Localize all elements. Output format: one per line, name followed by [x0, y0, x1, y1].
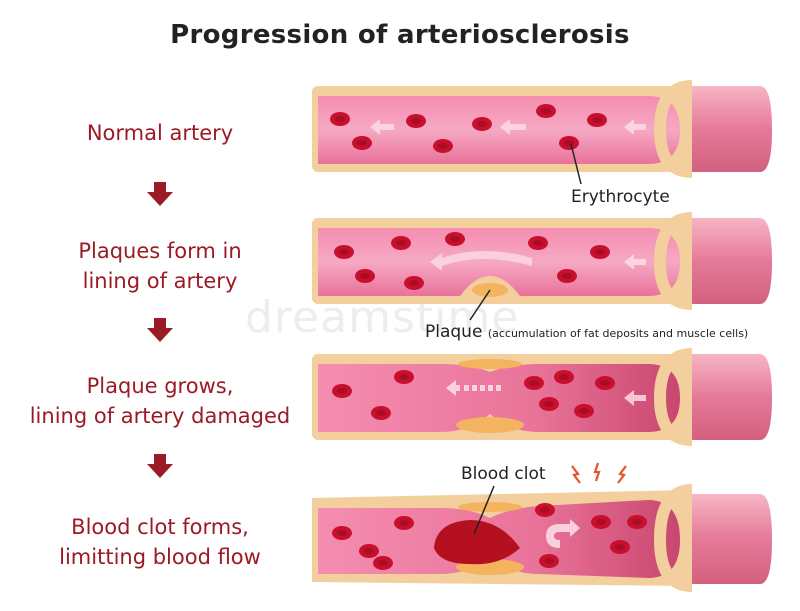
stage-1-label: Normal artery — [86, 121, 234, 145]
lightning-icon — [593, 462, 601, 482]
plaque-deposit — [458, 502, 522, 512]
erythrocyte — [404, 276, 424, 290]
erythrocyte — [359, 544, 379, 558]
erythrocyte — [391, 236, 411, 250]
clot-pointer — [473, 485, 495, 535]
erythrocyte — [394, 516, 414, 530]
artery-blood-clot — [312, 462, 772, 592]
down-arrow-icon — [147, 318, 173, 342]
erythrocyte — [433, 139, 453, 153]
erythrocyte — [627, 515, 647, 529]
erythrocyte — [535, 503, 555, 517]
down-arrow-icon — [147, 454, 173, 478]
stage-4-label-line2: limitting blood flow — [59, 545, 261, 569]
erythrocyte — [574, 404, 594, 418]
erythrocyte-pointer — [570, 143, 582, 185]
stage-normal-artery: Normal artery — [0, 118, 320, 148]
plaque-deposit — [456, 417, 524, 433]
stage-2-label-line2: lining of artery — [82, 269, 238, 293]
stage-3-label-line2: lining of artery damaged — [29, 404, 291, 428]
flow-arrow-icon — [430, 251, 532, 271]
erythrocyte — [394, 370, 414, 384]
erythrocyte — [536, 104, 556, 118]
erythrocyte — [539, 554, 559, 568]
stage-plaque-grows: Plaque grows, lining of artery damaged — [0, 371, 320, 431]
flow-arrow-icon — [624, 390, 646, 406]
erythrocyte — [524, 376, 544, 390]
down-arrow-icon — [147, 182, 173, 206]
erythrocyte-label: Erythrocyte — [571, 187, 670, 207]
stage-blood-clot: Blood clot forms, limitting blood flow — [0, 512, 320, 572]
erythrocyte — [373, 556, 393, 570]
erythrocyte — [330, 112, 350, 126]
artery-plaque-forming — [312, 212, 772, 321]
erythrocyte — [595, 376, 615, 390]
erythrocyte — [445, 232, 465, 246]
plaque-deposit — [458, 359, 522, 369]
flow-arrow-icon — [446, 380, 460, 396]
erythrocyte — [610, 540, 630, 554]
erythrocyte — [406, 114, 426, 128]
erythrocyte — [528, 236, 548, 250]
erythrocyte — [332, 384, 352, 398]
blood-clot — [434, 520, 520, 565]
plaque-label-text: Plaque — [425, 322, 483, 342]
stage-3-label-line1: Plaque grows, — [86, 374, 234, 398]
lightning-icon — [571, 465, 581, 484]
artery-normal — [312, 80, 772, 185]
plaque-label: Plaque (accumulation of fat deposits and… — [425, 322, 748, 342]
erythrocyte — [332, 526, 352, 540]
stage-2-label-line1: Plaques form in — [78, 239, 242, 263]
erythrocyte — [587, 113, 607, 127]
erythrocyte — [591, 515, 611, 529]
stage-plaques-form: Plaques form in lining of artery — [0, 236, 320, 296]
turbulent-flow-arrow-icon — [546, 519, 580, 548]
lightning-icon — [617, 465, 627, 484]
erythrocyte — [352, 136, 372, 150]
erythrocyte — [554, 370, 574, 384]
erythrocyte — [334, 245, 354, 259]
erythrocyte — [559, 136, 579, 150]
blood-clot-label: Blood clot — [461, 464, 546, 484]
flow-arrow-icon — [624, 254, 646, 270]
artery-plaque-grown — [312, 348, 772, 446]
erythrocyte — [371, 406, 391, 420]
plaque-label-note: (accumulation of fat deposits and muscle… — [487, 327, 749, 340]
erythrocyte — [557, 269, 577, 283]
diagram-title: Progression of arteriosclerosis — [170, 20, 630, 50]
erythrocyte — [590, 245, 610, 259]
erythrocyte — [472, 117, 492, 131]
flow-arrow-icon — [500, 119, 526, 135]
erythrocyte — [355, 269, 375, 283]
stage-4-label-line1: Blood clot forms, — [71, 515, 249, 539]
flow-arrow-icon — [624, 119, 646, 135]
vessel-lumen — [318, 96, 680, 164]
plaque-pointer — [469, 289, 491, 321]
flow-arrow-icon — [370, 119, 394, 135]
erythrocyte — [539, 397, 559, 411]
